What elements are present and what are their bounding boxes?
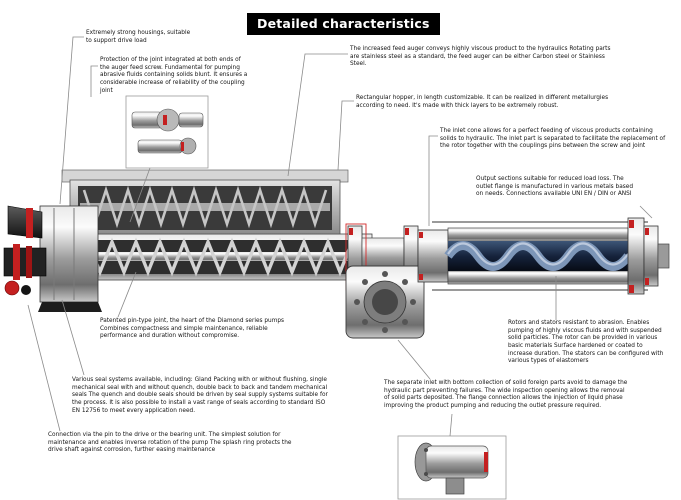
annotation-housings: Extremely strong housings, suitable to s… [86, 30, 191, 44]
mount-foot [38, 302, 102, 312]
stator-section [417, 217, 670, 295]
rotor [444, 241, 632, 271]
feed-screw-flights [62, 237, 354, 277]
screw-shaft [60, 252, 360, 261]
drive-shaft [3, 247, 47, 277]
annotation-seal-systems: Various seal systems available, includin… [72, 377, 328, 414]
inset-photo-joint [125, 95, 209, 169]
splash-ring [13, 244, 20, 280]
outlet-port [657, 243, 670, 269]
hopper-auger-flights [82, 185, 328, 229]
hopper [61, 169, 349, 235]
annotation-hopper: Rectangular hopper, in length customizab… [356, 95, 609, 109]
upper-shaft [7, 205, 43, 239]
annotation-pin-joint: Patented pin-type joint, the heart of th… [100, 318, 285, 340]
pump-casing [45, 233, 373, 281]
separate-inlet-flange [345, 265, 425, 339]
page-title: Detailed characteristics [247, 13, 440, 35]
annotation-separate-inlet: The separate inlet with bottom collectio… [384, 380, 628, 409]
annotation-rotors-stators: Rotors and stators resistant to abrasion… [508, 320, 664, 365]
stator-wall-bottom [447, 270, 629, 285]
pin-end [21, 285, 31, 295]
bearing-housing [38, 205, 102, 312]
upper-seal-ring [26, 208, 33, 238]
auger-shaft [80, 203, 330, 211]
annotation-feed-auger: The increased feed auger conveys highly … [350, 46, 611, 68]
annotation-drive-connection: Connection via the pin to the drive or t… [48, 432, 292, 454]
inset-photo-inlet [397, 435, 507, 500]
stator-wall-top [447, 227, 629, 242]
annotation-joint-protection: Protection of the joint integrated at bo… [100, 57, 248, 94]
seal-ring [26, 246, 32, 278]
seal-disc [4, 280, 20, 296]
drive-end [3, 205, 47, 296]
annotation-inlet-cone: The inlet cone allows for a perfect feed… [440, 128, 666, 150]
outlet-flange [627, 217, 645, 295]
leader-lines [27, 36, 653, 437]
annotation-output-sections: Output sections suitable for reduced loa… [476, 176, 634, 198]
inlet-cone [417, 229, 449, 283]
